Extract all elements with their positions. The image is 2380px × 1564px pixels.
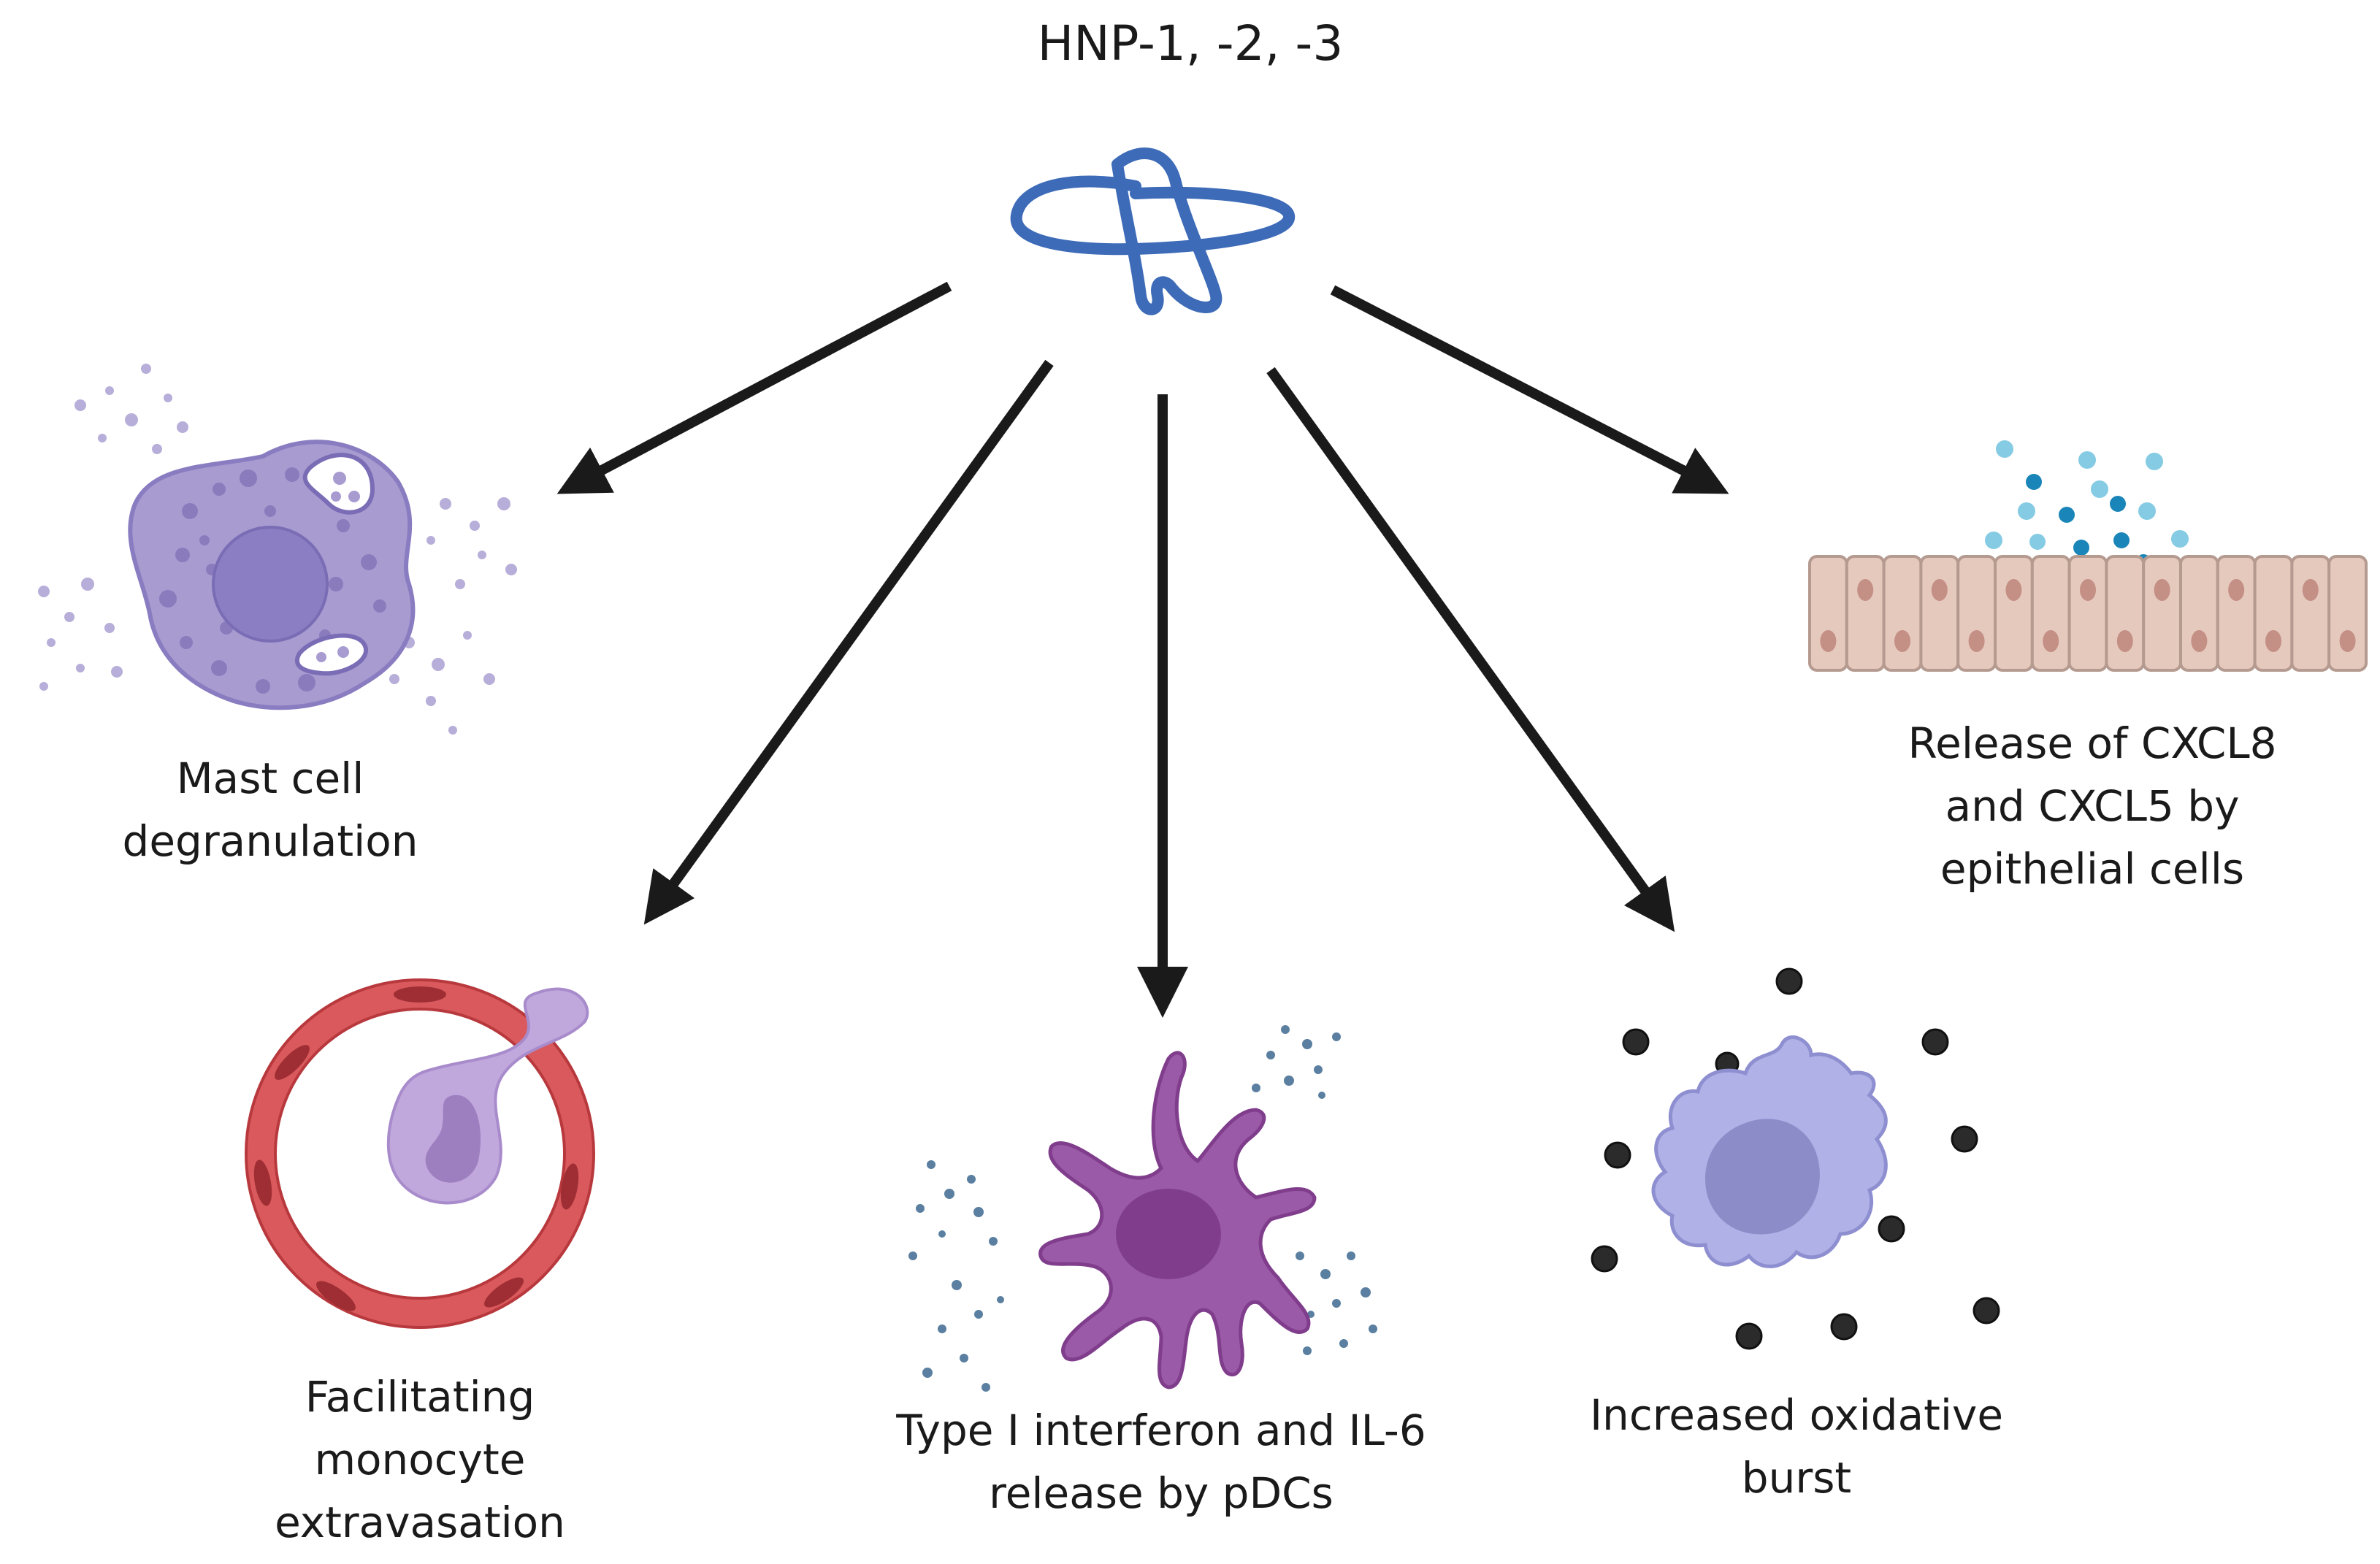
epithelial-nucleus — [2043, 630, 2059, 652]
epithelial-nucleus — [2302, 579, 2319, 601]
diagram-title: HNP-1, -2, -3 — [1037, 15, 1344, 72]
epithelial-nucleus — [2005, 579, 2022, 601]
phagocyte-nucleus — [1705, 1119, 1820, 1235]
blood-vessel-icon — [245, 978, 595, 1329]
epithelial-cell — [2179, 555, 2219, 672]
mast-vesicle-lower — [294, 633, 369, 676]
arrow-to-phagocyte — [1266, 367, 1675, 932]
epithelial-cell — [1956, 555, 1997, 672]
epithelial-nucleus — [1931, 579, 1948, 601]
mast-nucleus — [212, 526, 329, 643]
epithelial-nucleus — [1894, 630, 1910, 652]
epithelial-cell — [2105, 555, 2146, 672]
epithelium-icon — [1808, 440, 2368, 672]
epithelial-cell — [1994, 555, 2034, 672]
mast-released-granules — [38, 364, 517, 735]
epithelial-cells — [1808, 555, 2368, 672]
epithelial-nucleus — [2339, 630, 2356, 652]
epithelial-cell — [1808, 555, 1848, 672]
arrow-to-epithelium — [1330, 285, 1729, 494]
epithelial-cell — [2030, 555, 2071, 672]
epithelial-cell — [2290, 555, 2331, 672]
pdc-nucleus — [1116, 1189, 1221, 1279]
epithelial-cell — [2216, 555, 2257, 672]
epithelial-cell — [2327, 555, 2368, 672]
epithelial-cell — [2142, 555, 2182, 672]
epithelial-nucleus — [2080, 579, 2096, 601]
epithelial-nucleus — [2116, 630, 2133, 652]
phagocyte-icon — [1591, 967, 2000, 1350]
defensin-peptide-icon — [1010, 147, 1296, 315]
arrows — [556, 281, 1729, 1018]
epithelial-nucleus — [2154, 579, 2170, 601]
pdc-cytokines — [908, 1025, 1377, 1392]
monocyte-cell — [386, 987, 589, 1205]
plasmacytoid-dendritic-cell-icon — [908, 1025, 1377, 1392]
epithelial-nucleus — [2228, 579, 2245, 601]
epithelial-nucleus — [1820, 630, 1837, 652]
epithelial-cell — [1919, 555, 1960, 672]
epithelial-cell — [1882, 555, 1923, 672]
epithelial-nucleus — [1857, 579, 1874, 601]
chemokine-dots — [1985, 440, 2189, 574]
epithelial-cell — [2067, 555, 2108, 672]
mast-cell-icon — [38, 364, 517, 735]
epithelial-cell — [2253, 555, 2294, 672]
epithelial-nucleus — [2191, 630, 2208, 652]
arrow-to-monocyte — [643, 359, 1054, 925]
epithelial-nucleus — [2265, 630, 2281, 652]
epithelial-nucleus — [1968, 630, 1985, 652]
epithelial-nuclei — [1820, 579, 2356, 652]
arrow-to-mast-cell — [556, 281, 952, 494]
epithelial-cell — [1845, 555, 1886, 672]
